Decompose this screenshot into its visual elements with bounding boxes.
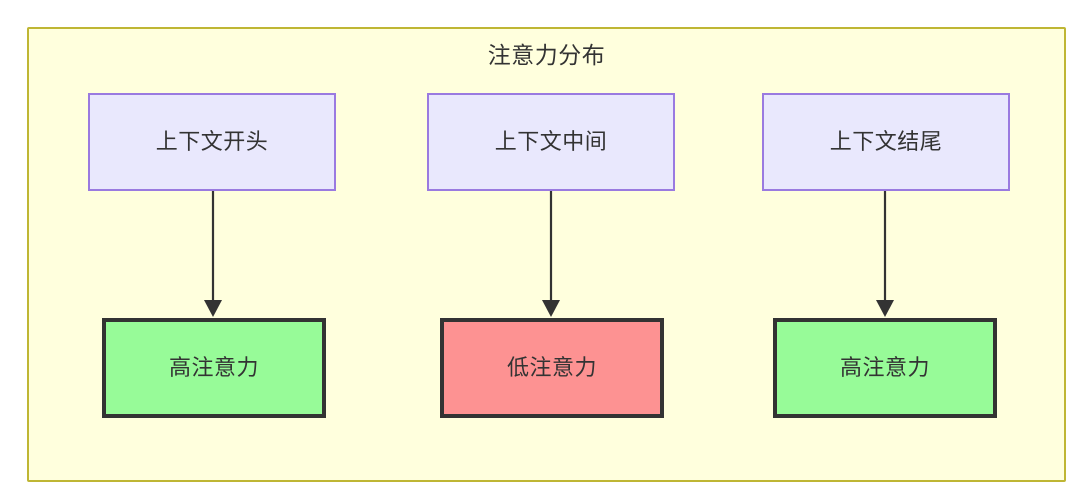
subgraph-title: 注意力分布: [487, 42, 606, 68]
node-attention-high-right[interactable]: 高注意力: [773, 318, 997, 418]
node-context-middle[interactable]: 上下文中间: [427, 93, 675, 191]
node-attention-high-left[interactable]: 高注意力: [102, 318, 326, 418]
node-context-end[interactable]: 上下文结尾: [762, 93, 1010, 191]
node-context-start[interactable]: 上下文开头: [88, 93, 336, 191]
node-attention-low-middle[interactable]: 低注意力: [440, 318, 664, 418]
